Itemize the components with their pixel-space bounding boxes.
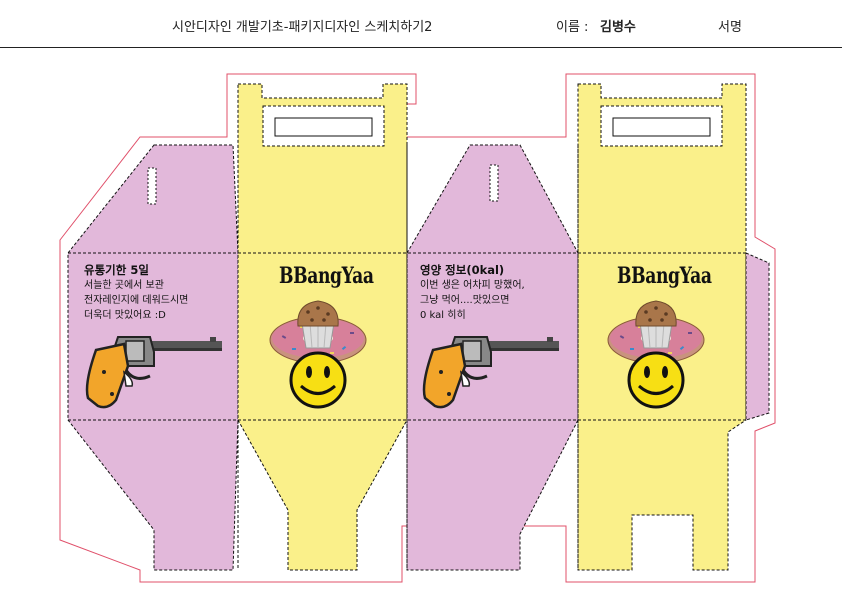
expiry-text-block: 유통기한 5일 서늘한 곳에서 보관 전자레인지에 데워드시면 더욱더 맛있어요… [84, 262, 188, 323]
brand-logo-back: BBangYaa [617, 263, 712, 289]
nutrition-heading: 영양 정보(0kal) [420, 263, 505, 277]
panel-right-side [406, 144, 579, 571]
nutrition-text-block: 영양 정보(0kal) 이번 생은 어차피 망했어, 그냥 먹어....맛있으면… [420, 262, 525, 323]
nutrition-line: 이번 생은 어차피 망했어, [420, 280, 525, 291]
nutrition-line: 그냥 먹어....맛있으면 [420, 295, 510, 306]
handle-hole-front [274, 117, 373, 137]
nutrition-line: 0 kal 히히 [420, 310, 466, 321]
sheet-header: 시안디자인 개발기초-패키지디자인 스케치하기2 이름 : 김병수 서명 [0, 0, 842, 48]
slot-right [489, 164, 499, 202]
expiry-line: 전자레인지에 데워드시면 [84, 295, 189, 306]
handle-hole-back [612, 117, 711, 137]
glue-flap [745, 252, 770, 421]
expiry-line: 서늘한 곳에서 보관 [84, 280, 164, 291]
sheet-title: 시안디자인 개발기초-패키지디자인 스케치하기2 [172, 20, 433, 35]
brand-logo-front: BBangYaa [279, 263, 374, 289]
slot-left [147, 167, 157, 205]
name-label: 이름 : [556, 20, 589, 35]
expiry-line: 더욱더 맛있어요 :D [84, 310, 166, 321]
signature-label: 서명 [718, 20, 742, 35]
fold-lines [68, 145, 746, 570]
expiry-heading: 유통기한 5일 [84, 263, 149, 277]
name-value: 김병수 [600, 20, 636, 35]
